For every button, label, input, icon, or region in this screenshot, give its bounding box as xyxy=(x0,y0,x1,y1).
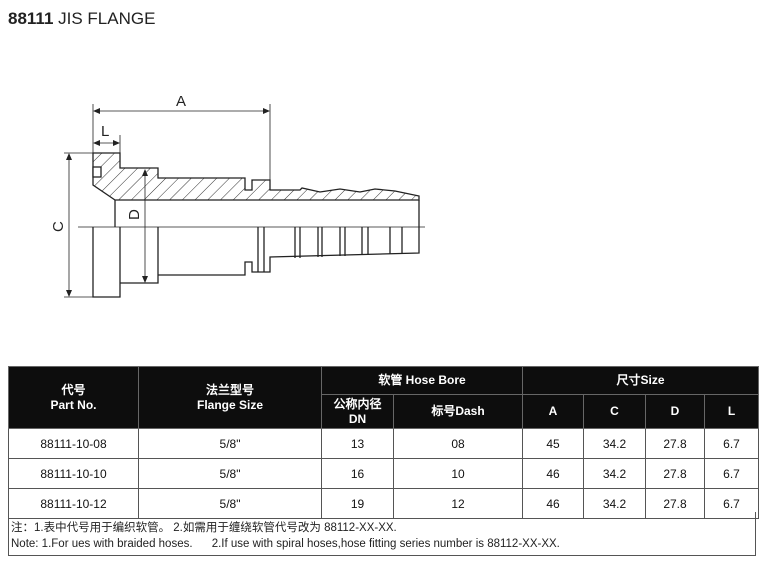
cell-dash: 12 xyxy=(392,488,524,519)
cell-flange: 5/8" xyxy=(138,428,322,459)
cell-C: 34.2 xyxy=(583,428,647,459)
dim-D-label: D xyxy=(126,209,143,220)
header-L: L xyxy=(704,394,760,429)
header-A: A xyxy=(522,394,585,429)
cell-A: 45 xyxy=(522,428,585,459)
cell-dn: 16 xyxy=(321,458,394,489)
header-D: D xyxy=(645,394,706,429)
note-en: Note: 1.For ues with braided hoses. 2.If… xyxy=(11,538,560,550)
cell-part: 88111-10-10 xyxy=(8,458,139,489)
notes: 注：1.表中代号用于编织软管。 2.如需用于缠绕软管代号改为 88112-XX-… xyxy=(8,512,756,556)
cell-L: 6.7 xyxy=(704,488,760,519)
cell-A: 46 xyxy=(522,488,585,519)
cell-D: 27.8 xyxy=(645,428,706,459)
cell-C: 34.2 xyxy=(583,458,647,489)
page-title: 88111 JIS FLANGE xyxy=(8,9,155,29)
header-dash: 标号Dash xyxy=(392,394,524,429)
cell-D: 27.8 xyxy=(645,488,706,519)
header-size: 尺寸Size xyxy=(522,366,760,395)
dim-L-label: L xyxy=(101,123,109,140)
dim-C-label: C xyxy=(50,221,67,232)
cell-L: 6.7 xyxy=(704,458,760,489)
cell-dash: 10 xyxy=(392,458,524,489)
cell-part: 88111-10-12 xyxy=(8,488,139,519)
note-cn: 注：1.表中代号用于编织软管。 2.如需用于缠绕软管代号改为 88112-XX-… xyxy=(11,522,397,534)
header-C: C xyxy=(583,394,647,429)
cell-dn: 13 xyxy=(321,428,394,459)
cell-C: 34.2 xyxy=(583,488,647,519)
fitting-drawing: A L C D xyxy=(50,93,425,298)
cell-dn: 19 xyxy=(321,488,394,519)
cell-L: 6.7 xyxy=(704,428,760,459)
cell-D: 27.8 xyxy=(645,458,706,489)
outer-outline xyxy=(92,200,420,298)
header-hose-bore: 软管 Hose Bore xyxy=(320,366,524,395)
cell-flange: 5/8" xyxy=(138,458,322,489)
title-name: JIS FLANGE xyxy=(58,9,156,28)
cell-dash: 08 xyxy=(392,428,524,459)
cell-A: 46 xyxy=(522,458,585,489)
cell-part: 88111-10-08 xyxy=(8,428,139,459)
title-code: 88111 xyxy=(8,9,54,28)
section-hatch xyxy=(92,152,420,201)
cell-flange: 5/8" xyxy=(138,488,322,519)
dim-A-label: A xyxy=(176,93,186,110)
